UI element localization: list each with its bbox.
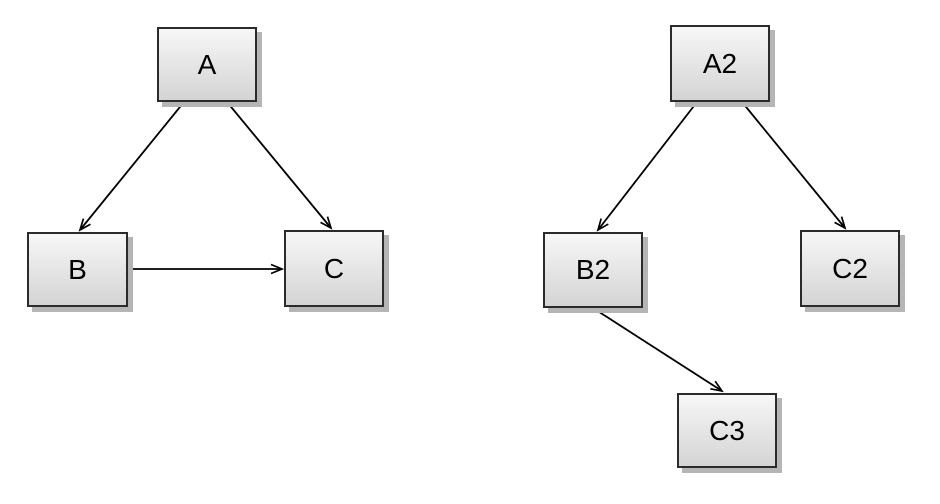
- node-A2[interactable]: A2: [670, 25, 770, 102]
- node-C3[interactable]: C3: [677, 393, 777, 468]
- node-C2[interactable]: C2: [800, 230, 900, 307]
- edge-A2-C2: [741, 101, 847, 230]
- node-label: A2: [702, 47, 738, 79]
- node-C[interactable]: C: [284, 230, 384, 307]
- node-B2[interactable]: B2: [543, 232, 643, 308]
- node-label: B2: [575, 254, 611, 285]
- node-A[interactable]: A: [157, 27, 257, 102]
- edge-A-B: [78, 101, 185, 232]
- node-label: C2: [832, 252, 868, 284]
- edge-A2-B2: [596, 101, 698, 232]
- node-label: C: [323, 252, 345, 284]
- edge-B2-C3: [592, 307, 724, 393]
- node-label: A: [197, 48, 217, 80]
- node-label: B: [68, 253, 87, 285]
- node-B[interactable]: B: [27, 232, 128, 307]
- edge-A-C: [226, 101, 333, 230]
- node-label: C3: [709, 414, 745, 446]
